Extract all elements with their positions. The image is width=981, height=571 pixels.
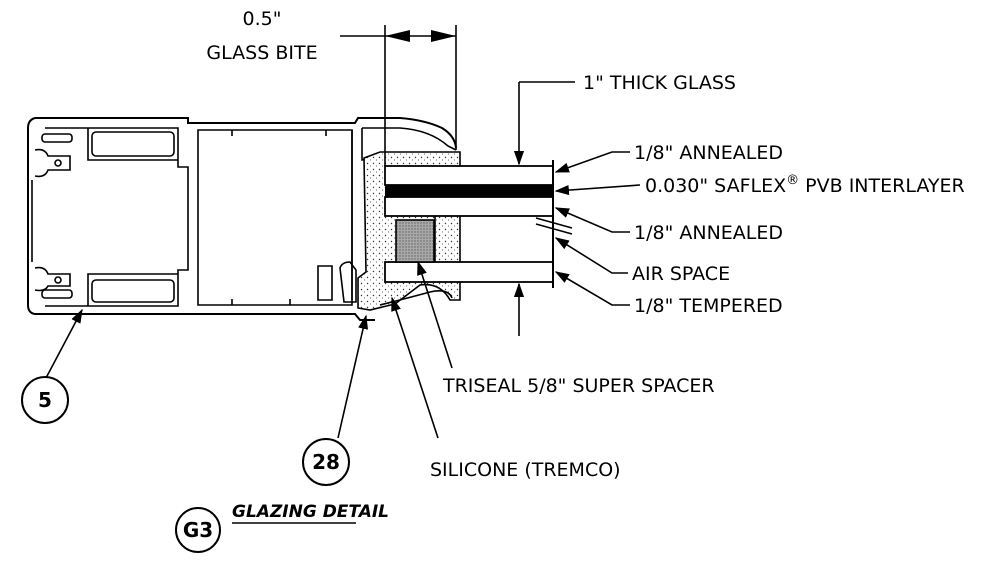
- bite-value-label: 0.5": [243, 8, 282, 30]
- glass-bite-dimension: [340, 25, 457, 166]
- spacer-label: TRISEAL 5/8" SUPER SPACER: [442, 375, 715, 397]
- thick-glass-label: 1" THICK GLASS: [583, 72, 736, 94]
- layer-leaders: [554, 151, 641, 306]
- callout-frame-number: 5: [38, 388, 52, 412]
- callout-stop-number: 28: [312, 450, 340, 474]
- detail-tag: G3: [175, 507, 221, 553]
- detail-tag-text: G3: [183, 518, 213, 542]
- detail-title: GLAZING DETAIL: [232, 502, 389, 522]
- callout-frame: 5: [21, 376, 69, 424]
- air-space-label: AIR SPACE: [632, 263, 730, 285]
- note-leaders: [45, 260, 453, 439]
- interlayer-label: 0.030" SAFLEX® PVB INTERLAYER: [645, 173, 965, 197]
- glass-unit: [384, 160, 554, 288]
- callout-stop: 28: [302, 438, 350, 486]
- annealed-top-label: 1/8" ANNEALED: [634, 142, 783, 164]
- silicone-label: SILICONE (TREMCO): [430, 459, 621, 481]
- thick-glass-dimension: [513, 81, 575, 336]
- frame-profile: [27, 117, 457, 321]
- glass-bite-label: GLASS BITE: [206, 42, 317, 64]
- tempered-label: 1/8" TEMPERED: [634, 295, 783, 317]
- super-spacer: [395, 219, 435, 263]
- annealed-mid-label: 1/8" ANNEALED: [634, 222, 783, 244]
